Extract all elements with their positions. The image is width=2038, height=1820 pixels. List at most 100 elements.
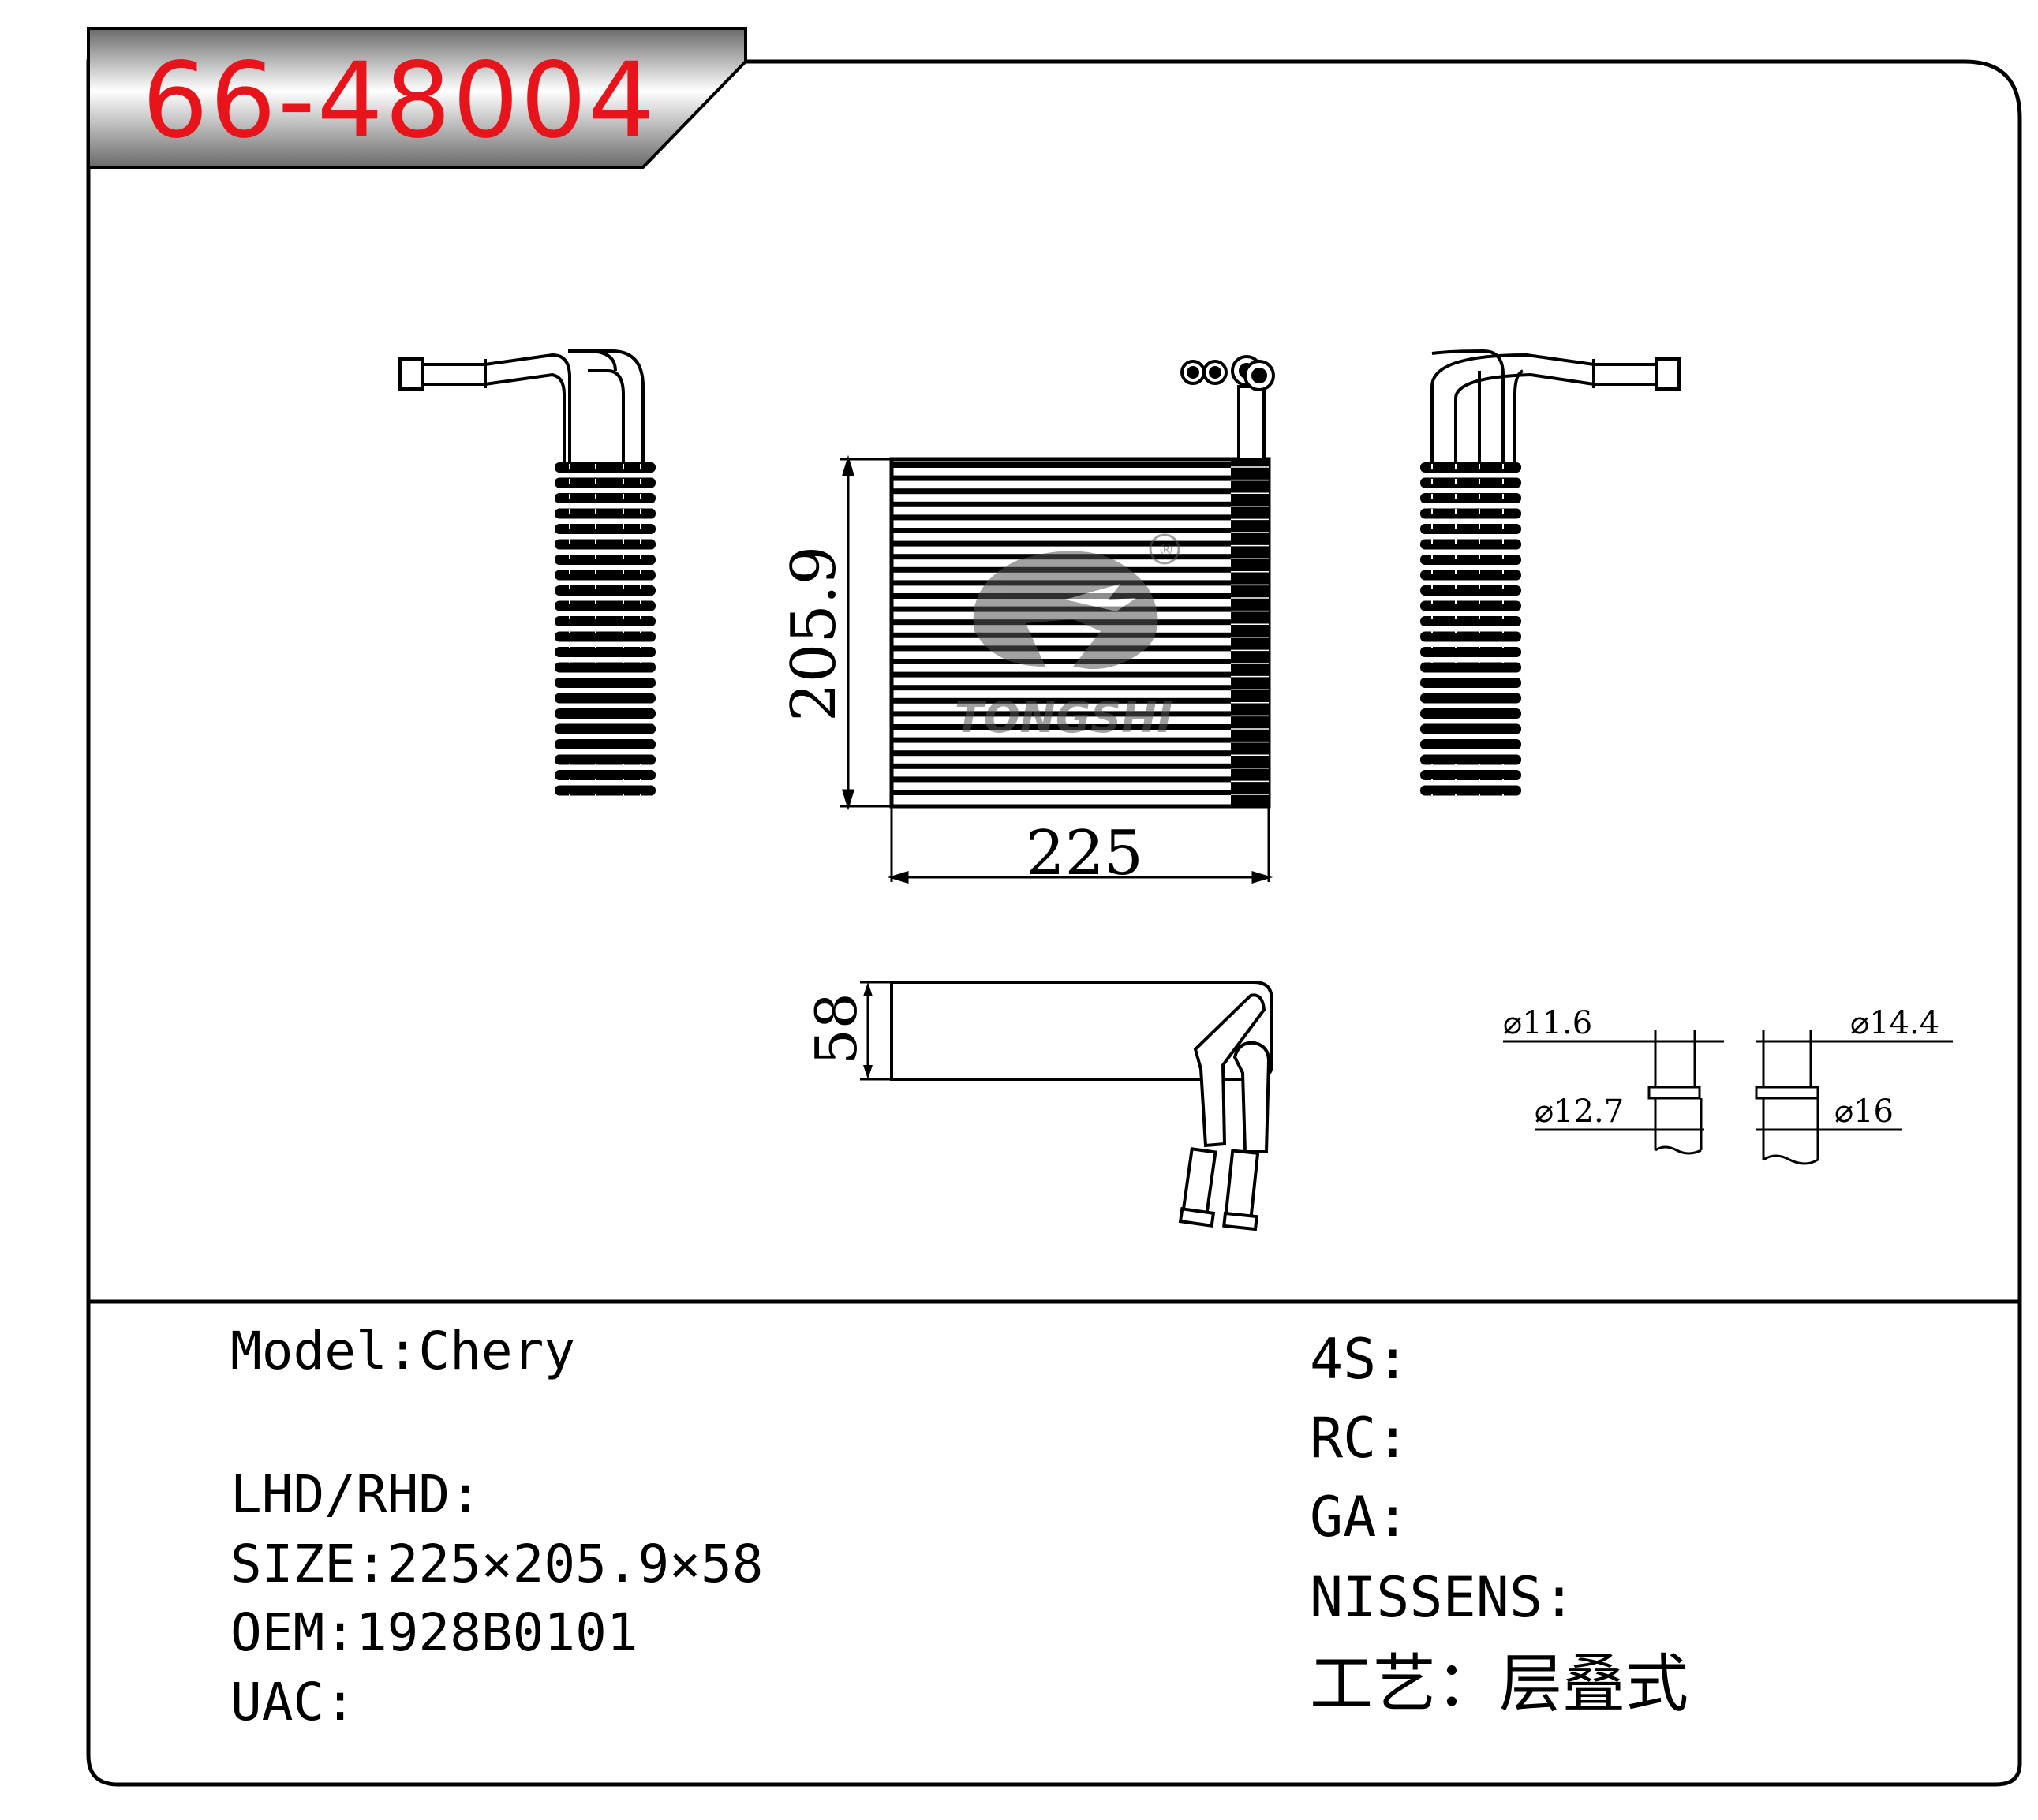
core-tube bbox=[893, 659, 1231, 664]
fin-plate bbox=[1420, 631, 1521, 642]
fin-plate bbox=[1420, 570, 1521, 581]
pipe-diameter-16: ⌀16 bbox=[1834, 1093, 1894, 1130]
fin-plate bbox=[555, 770, 656, 780]
outer-frame bbox=[86, 59, 2022, 1787]
front-view: TONGSHI ® 205.9 225 bbox=[779, 355, 1275, 889]
core-tube bbox=[893, 776, 1231, 783]
core-tube bbox=[893, 528, 1231, 533]
fin-plate bbox=[1420, 754, 1521, 765]
fin-plate bbox=[1420, 524, 1521, 534]
front-header-tank bbox=[1231, 459, 1269, 806]
fin-plate bbox=[1420, 555, 1521, 565]
fin-plate bbox=[555, 739, 656, 749]
fin-plate bbox=[555, 647, 656, 657]
core-tube bbox=[893, 737, 1231, 743]
model-label: Model:Chery bbox=[230, 1321, 576, 1381]
four-s-label: 4S: bbox=[1310, 1327, 1410, 1392]
core-tube bbox=[893, 763, 1231, 769]
fin-plate bbox=[555, 585, 656, 596]
fin-plate bbox=[555, 493, 656, 503]
bottom-view bbox=[860, 981, 1273, 1231]
fin-plate bbox=[1420, 723, 1521, 734]
fin-plate bbox=[555, 477, 656, 488]
pipe-diameter-12-7: ⌀12.7 bbox=[1535, 1093, 1624, 1130]
core-tube bbox=[893, 724, 1231, 730]
right-core-fins bbox=[1420, 462, 1521, 805]
pipe-diameter-11-6: ⌀11.6 bbox=[1503, 1005, 1592, 1041]
fin-plate bbox=[555, 785, 656, 796]
uac-label: UAC: bbox=[230, 1672, 356, 1732]
header-band bbox=[87, 27, 747, 169]
fin-plate bbox=[1420, 785, 1521, 796]
core-tube bbox=[893, 685, 1231, 691]
fin-plate bbox=[1420, 770, 1521, 780]
nissens-label: NISSENS: bbox=[1310, 1565, 1576, 1630]
core-tube bbox=[893, 750, 1231, 757]
core-tube bbox=[893, 462, 1231, 468]
fin-plate bbox=[1420, 616, 1521, 626]
fin-plate bbox=[1420, 477, 1521, 488]
core-tube bbox=[893, 671, 1231, 678]
left-side-view bbox=[398, 349, 645, 473]
registered-mark: ® bbox=[1158, 540, 1174, 559]
width-dimension bbox=[887, 806, 1273, 884]
right-side-view bbox=[1430, 349, 1681, 473]
fin-plate bbox=[1420, 539, 1521, 550]
fin-plate bbox=[555, 462, 656, 473]
oem-label: OEM:1928B0101 bbox=[230, 1602, 638, 1663]
fin-plate bbox=[1420, 647, 1521, 657]
fin-plate bbox=[1420, 600, 1521, 611]
core-tube bbox=[893, 514, 1231, 521]
fin-plate bbox=[555, 723, 656, 734]
core-tube bbox=[893, 540, 1231, 547]
depth-dimension-label: 58 bbox=[803, 992, 869, 1065]
fin-plate bbox=[555, 570, 656, 581]
fin-plate bbox=[555, 508, 656, 519]
drive-side-label: LHD/RHD: bbox=[230, 1464, 481, 1525]
fin-plate bbox=[555, 662, 656, 673]
fin-plate bbox=[1420, 493, 1521, 503]
fin-plate bbox=[1420, 693, 1521, 704]
process-label: 工艺：层叠式 bbox=[1310, 1647, 1688, 1721]
fin-plate bbox=[555, 555, 656, 565]
part-number: 66-48004 bbox=[142, 40, 656, 162]
core-tube bbox=[893, 501, 1231, 507]
core-tube bbox=[893, 488, 1231, 495]
pipe-detail-right bbox=[1755, 1030, 1953, 1165]
fin-plate bbox=[555, 754, 656, 765]
height-dimension bbox=[840, 454, 892, 811]
fin-plate bbox=[1420, 462, 1521, 473]
pipe-diameter-14-4: ⌀14.4 bbox=[1850, 1005, 1939, 1041]
fin-plate bbox=[555, 524, 656, 534]
front-pipe-stub bbox=[1237, 385, 1266, 461]
fin-plate bbox=[1420, 508, 1521, 519]
fin-plate bbox=[1420, 662, 1521, 673]
fin-plate bbox=[555, 678, 656, 688]
rc-label: RC: bbox=[1310, 1406, 1410, 1471]
fin-plate bbox=[1420, 678, 1521, 688]
size-label: SIZE:225×205.9×58 bbox=[230, 1534, 764, 1594]
width-dimension-label: 225 bbox=[1026, 818, 1143, 889]
left-core-fins bbox=[555, 462, 656, 805]
core-tube bbox=[893, 711, 1231, 717]
fin-plate bbox=[1420, 739, 1521, 749]
fin-plate bbox=[555, 600, 656, 611]
fin-plate bbox=[555, 631, 656, 642]
ga-label: GA: bbox=[1310, 1485, 1410, 1549]
fin-plate bbox=[1420, 708, 1521, 719]
core-tube bbox=[893, 790, 1231, 795]
fin-plate bbox=[555, 539, 656, 550]
fin-plate bbox=[555, 616, 656, 626]
fin-plate bbox=[1420, 585, 1521, 596]
fin-plate bbox=[555, 693, 656, 704]
pipe-detail-left bbox=[1503, 1030, 1724, 1155]
core-tube bbox=[893, 697, 1231, 704]
height-dimension-label: 205.9 bbox=[779, 546, 850, 722]
core-tube bbox=[893, 632, 1231, 638]
logo-text: TONGSHI bbox=[955, 693, 1172, 742]
tongshi-logo: TONGSHI ® bbox=[955, 533, 1180, 742]
fin-plate bbox=[555, 708, 656, 719]
core-tube bbox=[893, 475, 1231, 481]
tank-ribs bbox=[1231, 466, 1269, 795]
